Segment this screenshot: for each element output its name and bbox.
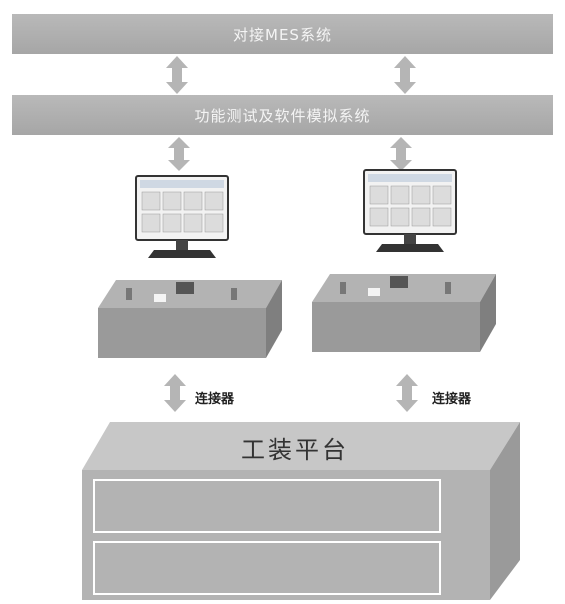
connector-label: 连接器: [195, 392, 235, 407]
test-fixture-box-icon: [98, 280, 282, 358]
function-test-label: 功能测试及软件模拟系统: [194, 106, 371, 125]
test-fixture-box-icon: [312, 274, 496, 352]
function-test-bar: 功能测试及软件模拟系统: [12, 95, 553, 135]
tooling-platform-box: [82, 422, 520, 600]
double-arrow-icon: [166, 56, 188, 94]
mes-system-label: 对接MES系统: [233, 25, 332, 44]
computer-monitor-icon: [135, 175, 229, 258]
double-arrow-icon: [396, 374, 418, 412]
double-arrow-icon: [164, 374, 186, 412]
connector-label: 连接器: [432, 392, 472, 407]
computer-monitor-icon: [363, 169, 457, 252]
double-arrow-icon: [394, 56, 416, 94]
double-arrow-icon: [168, 137, 190, 171]
double-arrow-icon: [390, 137, 412, 171]
platform-title: 工装平台: [241, 436, 349, 464]
mes-system-bar: 对接MES系统: [12, 14, 553, 54]
